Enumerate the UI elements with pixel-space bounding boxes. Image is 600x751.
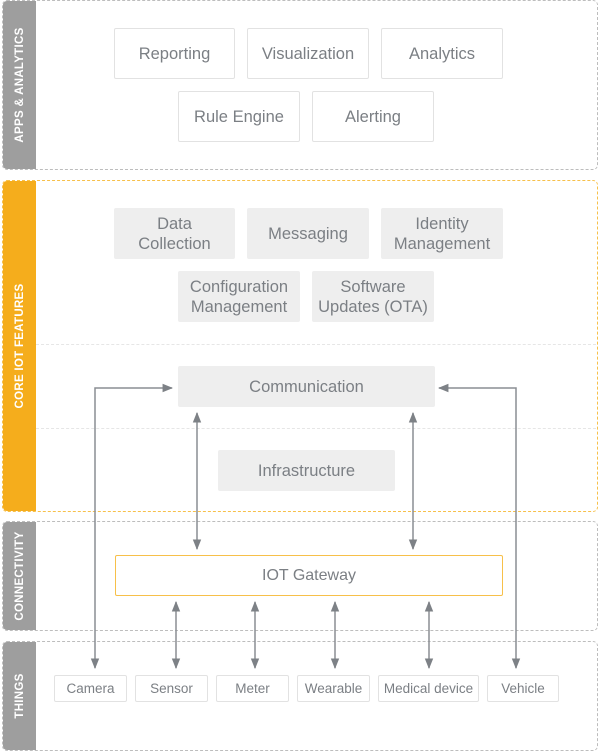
feature-identity-management[interactable]: Identity Management xyxy=(381,208,503,259)
feature-messaging[interactable]: Messaging xyxy=(247,208,369,259)
thing-sensor[interactable]: Sensor xyxy=(135,675,208,702)
feature-software-updates[interactable]: Software Updates (OTA) xyxy=(312,271,434,322)
thing-vehicle[interactable]: Vehicle xyxy=(487,675,559,702)
infrastructure-box[interactable]: Infrastructure xyxy=(218,450,395,491)
app-reporting[interactable]: Reporting xyxy=(114,28,235,79)
layer-core-iot-features: CORE IOT FEATURES xyxy=(2,180,598,512)
core-divider-top xyxy=(36,344,596,345)
thing-wearable[interactable]: Wearable xyxy=(297,675,370,702)
app-rule-engine[interactable]: Rule Engine xyxy=(178,91,300,142)
thing-camera[interactable]: Camera xyxy=(54,675,127,702)
iot-gateway[interactable]: IOT Gateway xyxy=(115,555,503,596)
app-alerting[interactable]: Alerting xyxy=(312,91,434,142)
app-analytics[interactable]: Analytics xyxy=(381,28,503,79)
thing-medical-device[interactable]: Medical device xyxy=(378,675,479,702)
thing-meter[interactable]: Meter xyxy=(216,675,289,702)
feature-configuration-management[interactable]: Configuration Management xyxy=(178,271,300,322)
layer-connectivity: CONNECTIVITY xyxy=(2,521,598,631)
core-divider-bottom xyxy=(36,428,596,429)
app-visualization[interactable]: Visualization xyxy=(247,28,369,79)
layer-label-things: THINGS xyxy=(3,642,36,750)
communication-box[interactable]: Communication xyxy=(178,366,435,407)
layer-apps-analytics: APPS & ANALYTICS xyxy=(2,0,598,170)
layer-label-connectivity: CONNECTIVITY xyxy=(3,522,36,630)
feature-data-collection[interactable]: Data Collection xyxy=(114,208,235,259)
layer-label-apps-analytics: APPS & ANALYTICS xyxy=(3,1,36,169)
layer-label-core-iot-features: CORE IOT FEATURES xyxy=(3,181,36,511)
